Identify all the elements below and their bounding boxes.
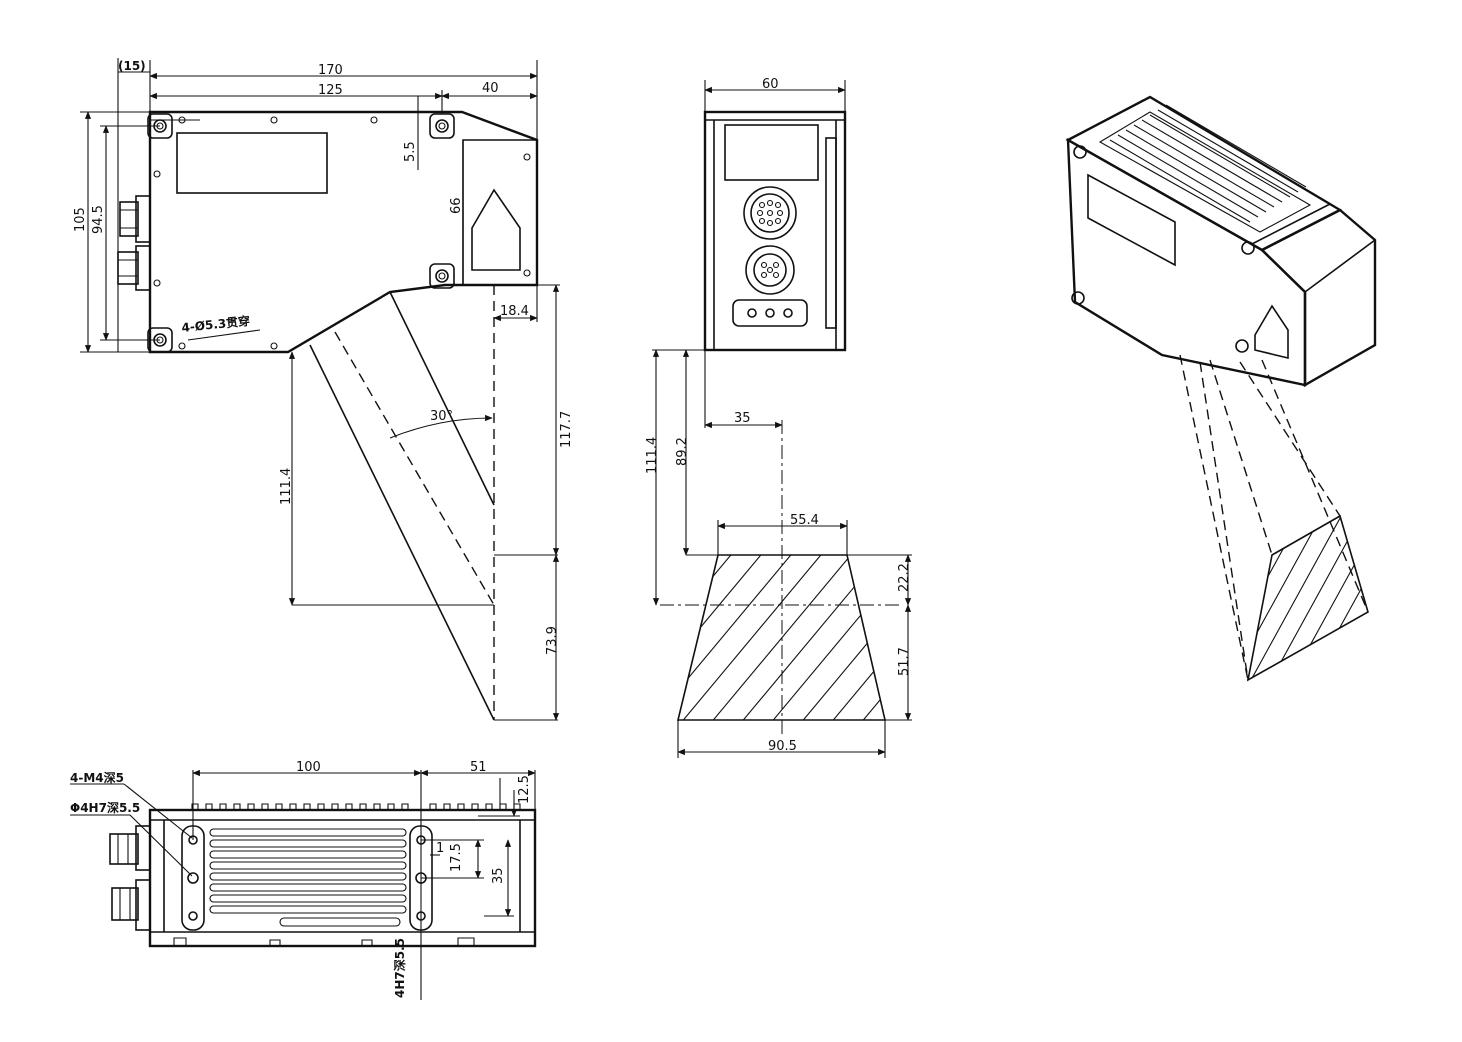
dim-40: 40 xyxy=(482,81,499,96)
dim-90-5: 90.5 xyxy=(768,739,797,754)
dim-5-5: 5.5 xyxy=(403,141,418,162)
bottom-dimensions xyxy=(70,769,536,1000)
dim-94-5: 94.5 xyxy=(91,205,106,234)
bottom-notches xyxy=(173,937,475,946)
front-connector-bottom xyxy=(745,245,795,295)
iso-left-face xyxy=(1066,137,1307,387)
dim-17-5: 17.5 xyxy=(449,843,464,872)
side-housing-outline xyxy=(148,110,539,354)
dim-angle-30: 30° xyxy=(430,409,453,424)
isometric-view xyxy=(1065,95,1377,682)
left-mount-bar xyxy=(181,825,205,931)
dim-105: 105 xyxy=(73,207,88,232)
side-laser-beam xyxy=(292,285,558,721)
side-connectors xyxy=(117,195,151,291)
dim-73-9: 73.9 xyxy=(545,626,560,655)
dim-12-5: 12.5 xyxy=(517,775,532,804)
side-view: (15) 170 125 40 105 94.5 5.5 66 18.4 117… xyxy=(73,58,574,721)
side-mounting-holes xyxy=(147,113,531,353)
bottom-housing-outline xyxy=(148,808,537,948)
dim-35-bottom: 35 xyxy=(491,867,506,884)
bottom-connectors xyxy=(109,825,151,931)
side-window xyxy=(176,132,328,194)
front-connector-top xyxy=(743,186,797,240)
dim-51-7: 51.7 xyxy=(897,647,912,676)
front-housing-outline xyxy=(703,110,847,352)
front-window xyxy=(724,124,819,181)
iso-laser-beam xyxy=(1179,354,1369,681)
dim-100: 100 xyxy=(296,760,321,775)
dim-125: 125 xyxy=(318,83,343,98)
h7-hole-note-vertical: 4H7深5.5 xyxy=(392,938,407,998)
dim-55-4: 55.4 xyxy=(790,513,819,528)
h7-hole-note: Φ4H7深5.5 xyxy=(70,800,140,815)
dim-18-4: 18.4 xyxy=(500,304,529,319)
side-emitter-panel xyxy=(462,139,538,286)
iso-window xyxy=(1087,173,1176,267)
iso-right-face xyxy=(1259,208,1377,388)
dim-170: 170 xyxy=(318,63,343,78)
dim-60: 60 xyxy=(762,77,779,92)
dim-117-7: 117.7 xyxy=(559,411,574,448)
side-dimensions xyxy=(80,58,560,721)
bottom-cooling-slots xyxy=(209,828,407,927)
hole-note: 4-Ø5.3贯穿 xyxy=(181,313,251,335)
dim-1: 1 xyxy=(436,841,444,856)
dim-89-2: 89.2 xyxy=(675,437,690,466)
dim-51: 51 xyxy=(470,760,487,775)
front-indicator-strip xyxy=(732,299,808,327)
front-dimensions xyxy=(652,80,912,758)
dim-111-4-front: 111.4 xyxy=(645,437,660,474)
iso-beam-hatch xyxy=(1248,516,1368,680)
iso-laser-icon xyxy=(1254,304,1289,360)
dim-22-2: 22.2 xyxy=(897,563,912,592)
bottom-cooling-teeth xyxy=(191,803,521,810)
front-beam-hatch xyxy=(678,555,885,720)
bottom-view: 100 51 12.5 1 17.5 35 4-M4深5 Φ4H7深5.5 4H… xyxy=(70,760,537,1000)
dim-111-4-side: 111.4 xyxy=(279,468,294,505)
m4-thread-note: 4-M4深5 xyxy=(70,770,124,785)
iso-top-fins xyxy=(1098,104,1312,233)
front-view: 60 35 111.4 89.2 55.4 22.2 51.7 90.5 xyxy=(645,77,912,758)
dim-35-front: 35 xyxy=(734,411,751,426)
laser-warning-icon xyxy=(471,188,521,271)
dim-66: 66 xyxy=(449,197,464,214)
dim-15: (15) xyxy=(118,59,146,73)
iso-top-face xyxy=(1065,95,1343,252)
